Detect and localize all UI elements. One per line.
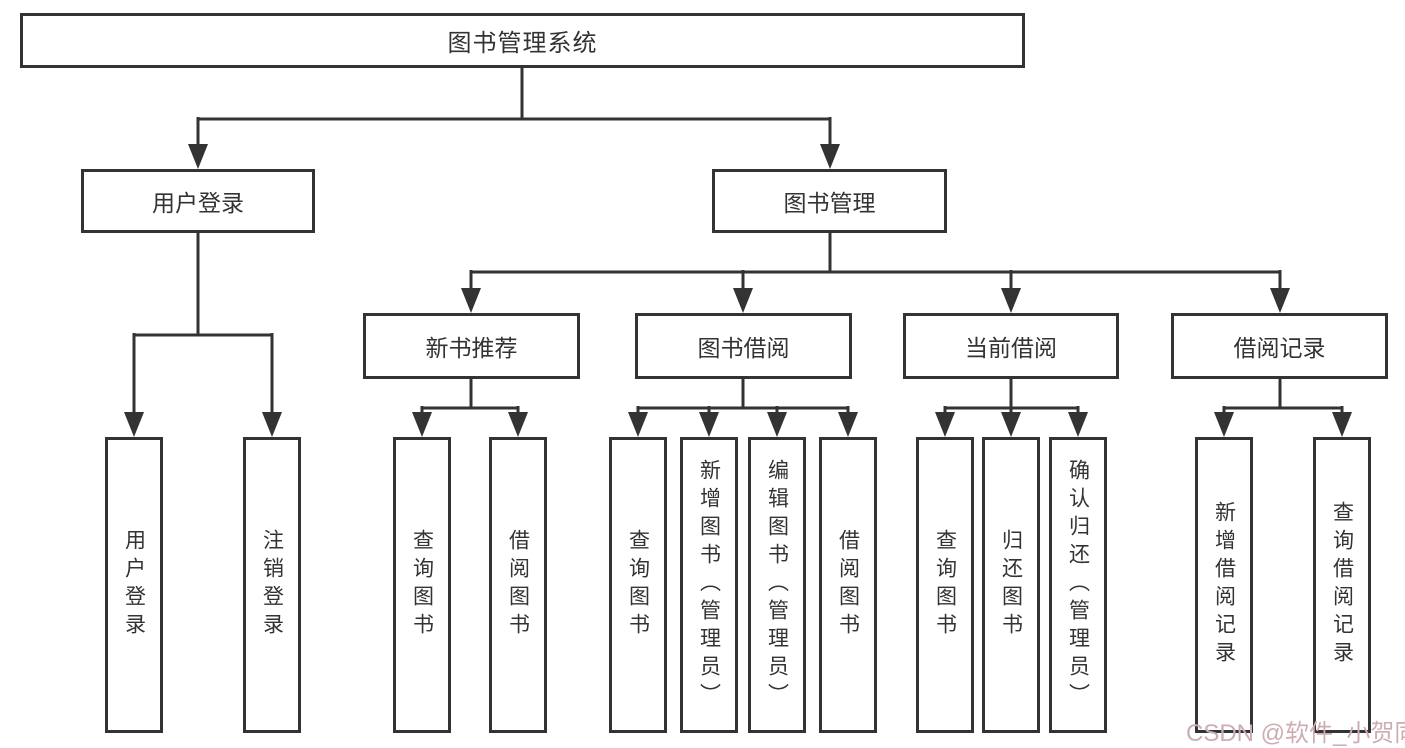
connector-book-borrowing xyxy=(628,379,858,437)
connector-current-borrowing xyxy=(935,379,1088,437)
connector-root-to-level2 xyxy=(188,68,840,169)
leaf-add-books-admin: 新增图书（管理员） xyxy=(680,437,738,733)
arrowhead xyxy=(1068,412,1088,437)
leaf-add-borrow-record: 新增借阅记录 xyxy=(1195,437,1253,733)
arrowhead xyxy=(461,288,481,313)
arrowhead xyxy=(124,412,144,437)
arrowhead xyxy=(935,412,955,437)
connector-new-book-recommendation xyxy=(412,379,528,437)
node-label: 查询图书 xyxy=(410,529,434,641)
leaf-query-books-current: 查询图书 xyxy=(916,437,974,733)
arrowhead xyxy=(188,144,208,169)
watermark-text: CSDN @软件_小贺同学 xyxy=(1186,720,1405,747)
leaf-user-login: 用户登录 xyxy=(105,437,163,733)
leaf-query-borrow-record: 查询借阅记录 xyxy=(1313,437,1371,733)
node-label: 查询图书 xyxy=(626,529,650,641)
arrowhead xyxy=(262,412,282,437)
node-label: 用户登录 xyxy=(152,190,244,216)
node-label: 用户登录 xyxy=(122,529,146,641)
node-borrowing-records: 借阅记录 xyxy=(1171,313,1388,379)
node-label: 图书借阅 xyxy=(697,335,790,361)
arrowhead xyxy=(508,412,528,437)
leaf-confirm-return-admin: 确认归还（管理员） xyxy=(1049,437,1107,733)
node-label: 当前借阅 xyxy=(965,335,1057,361)
node-label: 新书推荐 xyxy=(425,335,518,361)
node-label: 查询借阅记录 xyxy=(1330,501,1354,669)
node-label: 编辑图书（管理员） xyxy=(765,459,789,711)
node-label: 注销登录 xyxy=(260,529,284,641)
node-book-management: 图书管理 xyxy=(712,169,947,233)
node-new-book-recommendation: 新书推荐 xyxy=(363,313,580,379)
node-book-borrowing: 图书借阅 xyxy=(635,313,852,379)
node-label: 确认归还（管理员） xyxy=(1066,459,1090,711)
arrowhead xyxy=(1270,288,1290,313)
arrowhead xyxy=(412,412,432,437)
connector-borrowing-records xyxy=(1214,379,1352,437)
arrowhead xyxy=(838,412,858,437)
arrowhead xyxy=(1332,412,1352,437)
node-label: 归还图书 xyxy=(999,529,1023,641)
arrowhead xyxy=(1214,412,1234,437)
node-label: 借阅记录 xyxy=(1233,335,1326,361)
leaf-borrow-books-recommend: 借阅图书 xyxy=(489,437,547,733)
leaf-edit-books-admin: 编辑图书（管理员） xyxy=(748,437,806,733)
connector-user-login-to-leaves xyxy=(124,233,282,437)
arrowhead xyxy=(1001,288,1021,313)
node-label: 图书管理 xyxy=(783,190,876,216)
arrowhead xyxy=(820,144,840,169)
node-current-borrowing: 当前借阅 xyxy=(903,313,1119,379)
node-label: 图书管理系统 xyxy=(447,30,598,57)
leaf-borrow-books: 借阅图书 xyxy=(819,437,877,733)
leaf-query-books-recommend: 查询图书 xyxy=(393,437,451,733)
node-label: 新增图书（管理员） xyxy=(697,459,721,711)
arrowhead xyxy=(1001,412,1021,437)
leaf-query-books-borrow: 查询图书 xyxy=(609,437,667,733)
node-label: 借阅图书 xyxy=(506,529,530,641)
arrowhead xyxy=(733,288,753,313)
arrowhead xyxy=(699,412,719,437)
node-label: 新增借阅记录 xyxy=(1212,501,1236,669)
arrowhead xyxy=(767,412,787,437)
node-label: 借阅图书 xyxy=(836,529,860,641)
node-library-system: 图书管理系统 xyxy=(20,13,1025,68)
node-user-login: 用户登录 xyxy=(81,169,315,233)
leaf-logout: 注销登录 xyxy=(243,437,301,733)
node-label: 查询图书 xyxy=(933,529,957,641)
connector-book-management-to-level3 xyxy=(461,233,1290,313)
leaf-return-books: 归还图书 xyxy=(982,437,1040,733)
arrowhead xyxy=(628,412,648,437)
